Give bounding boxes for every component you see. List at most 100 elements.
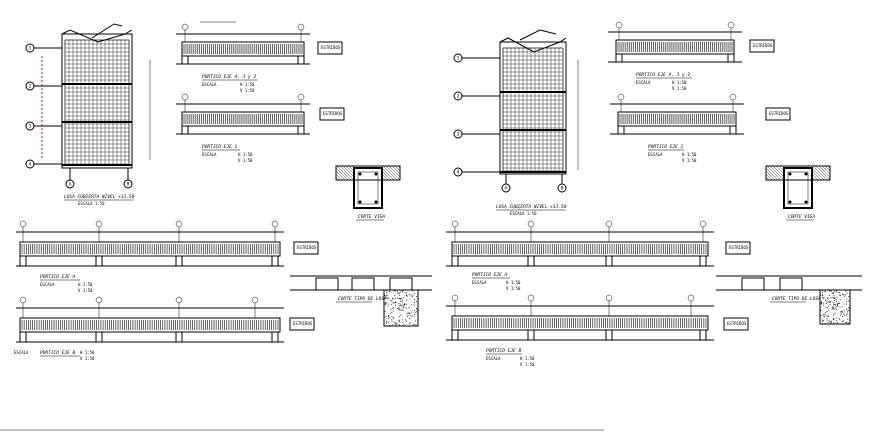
left-sheet: 1 2 3 4 A B LOSA CUBIERTA NIVEL +13.50 E…: [14, 21, 432, 361]
concrete-stipple: [383, 289, 418, 327]
beam-stirrups: [453, 244, 707, 254]
stirrup-tag-box: [749, 39, 775, 53]
grid-label-2: 2: [29, 84, 32, 90]
left-beam-eje-1: PORTICO EJE 1 ESCALA H 1:50 V 1:50 ESTRI…: [176, 93, 345, 163]
beam-scale-v: V 1:50: [240, 88, 255, 93]
beam-scale-h: H 1:50: [672, 80, 687, 85]
beam-stirrups: [21, 244, 279, 254]
left-plan-subtitle: ESCALA 1:50: [78, 201, 105, 206]
grid-bubble: [65, 179, 75, 189]
beam-stirrups: [21, 320, 279, 330]
hatch-fill: [765, 165, 785, 181]
grid-bubble: [25, 121, 35, 131]
right-slab-detail: CORTE TIPO DE LOSA: [716, 275, 862, 325]
beam-scale-h: H 1:50: [80, 350, 95, 355]
beam-scale-v: V 1:50: [238, 158, 253, 163]
right-plan-subtitle: ESCALA 1:50: [510, 211, 537, 216]
beam-scale-label: ESCALA: [636, 80, 651, 85]
detail-title: CORTE TIPO DE LOSA: [338, 296, 387, 302]
right-beam-eje-1: PORTICO EJE 1 ESCALA H 1:50 V 1:50 ESTRI…: [610, 93, 791, 163]
grid-bubble: [453, 129, 463, 139]
grid-bubble: [453, 53, 463, 63]
grid-bubble: [501, 183, 511, 193]
right-beam-eje-b: PORTICO EJE B ESCALA H 1:50 V 1:50 ESTRI…: [446, 294, 749, 367]
beam-scale-label: ESCALA: [648, 152, 663, 157]
left-beam-eje-a: PORTICO EJE A ESCALA H 1:50 V 1:50 ESTRI…: [16, 220, 319, 293]
grid-bubble: [123, 179, 133, 189]
beam-stirrups: [617, 42, 733, 52]
hatch-fill: [811, 165, 831, 181]
beam-scale-label: ESCALA: [202, 82, 217, 87]
detail-title: CORTE TIPO DE LOSA: [772, 296, 821, 302]
hatch-fill: [381, 165, 401, 181]
stirrup-tag: ESTRIBOS: [321, 45, 341, 50]
left-slab-detail: CORTE TIPO DE LOSA: [290, 275, 432, 327]
section-title: CORTE VIGA: [788, 214, 815, 220]
left-slab-grid-mesh: [64, 39, 130, 165]
right-slab-grid-mesh: [502, 47, 564, 171]
grid-bubble: [453, 91, 463, 101]
stirrup-tag: ESTRIBOS: [729, 245, 749, 250]
stirrup-tag: ESTRIBOS: [769, 111, 789, 116]
grid-label-a: A: [504, 186, 508, 192]
concrete-stipple: [819, 289, 850, 325]
stirrup-tag-box: [723, 317, 749, 331]
beam-title: PORTICO EJE 1: [202, 144, 238, 150]
beam-scale-v: V 1:50: [80, 356, 95, 361]
grid-label-a: A: [68, 182, 72, 188]
grid-label-1: 1: [29, 46, 32, 52]
grid-bubble: [557, 183, 567, 193]
beam-stirrups: [619, 114, 735, 124]
beam-scale-h: H 1:50: [238, 152, 253, 157]
right-slab-plan: 1 2 3 4 A B LOSA CUBIERTA NIVEL +13.50 E…: [453, 29, 579, 216]
stirrup-tag-box: [293, 241, 319, 255]
section-title: CORTE VIGA: [358, 214, 385, 220]
beam-title: PORTICO EJE A: [40, 274, 76, 280]
beam-title: PORTICO EJE A: [472, 272, 508, 278]
beam-scale-h: H 1:50: [240, 82, 255, 87]
beam-scale-label: ESCALA: [472, 280, 487, 285]
right-beam-eje-a: PORTICO EJE A ESCALA H 1:50 V 1:50 ESTRI…: [446, 220, 751, 291]
stirrup-tag: ESTRIBOS: [297, 245, 317, 250]
stirrup-tag: ESTRIBOS: [293, 321, 313, 326]
beam-scale-label: ESCALA: [202, 152, 217, 157]
beam-stirrups: [183, 114, 303, 124]
beam-scale-h: H 1:50: [506, 280, 521, 285]
beam-stirrups: [183, 44, 303, 54]
stirrup-tag: ESTRIBOS: [753, 43, 773, 48]
stirrup-tag-box: [317, 41, 343, 55]
grid-label-3: 3: [29, 124, 32, 130]
beam-title: PORTICO EJE 4, 3 y 2: [202, 74, 256, 80]
grid-label-4: 4: [29, 162, 32, 168]
stirrup-tag-box: [289, 317, 315, 331]
beam-scale-h: H 1:50: [520, 356, 535, 361]
grid-label-2: 2: [457, 94, 460, 100]
beam-title: PORTICO EJE B: [40, 350, 76, 356]
grid-label-3: 3: [457, 132, 460, 138]
beam-scale-v: V 1:50: [682, 158, 697, 163]
grid-label-b: B: [126, 182, 129, 188]
beam-title: PORTICO EJE 4, 3 y 2: [636, 72, 690, 78]
stirrup-tag-box: [765, 107, 791, 121]
left-beam-eje-b: PORTICO EJE B H 1:50 V 1:50 ESCALA ESTRI…: [14, 296, 315, 361]
grid-label-4: 4: [457, 170, 460, 176]
beam-scale-label: ESCALA: [486, 356, 501, 361]
right-sheet: 1 2 3 4 A B LOSA CUBIERTA NIVEL +13.50 E…: [446, 21, 862, 367]
beam-scale-v: V 1:50: [520, 362, 535, 367]
right-beam-section: CORTE VIGA: [765, 165, 831, 221]
left-beam-section: CORTE VIGA: [335, 165, 401, 221]
beam-scale-label: ESCALA: [14, 350, 29, 355]
beam-scale-v: V 1:50: [672, 86, 687, 91]
hatch-fill: [335, 165, 355, 181]
grid-bubble: [25, 43, 35, 53]
grid-bubble: [453, 167, 463, 177]
grid-label-1: 1: [457, 56, 460, 62]
beam-scale-v: V 1:50: [78, 288, 93, 293]
beam-scale-h: H 1:50: [682, 152, 697, 157]
stirrup-tag-box: [319, 107, 345, 121]
stirrup-tag-box: [725, 241, 751, 255]
grid-bubble: [25, 159, 35, 169]
left-slab-plan: 1 2 3 4 A B LOSA CUBIERTA NIVEL +13.50 E…: [25, 23, 151, 206]
